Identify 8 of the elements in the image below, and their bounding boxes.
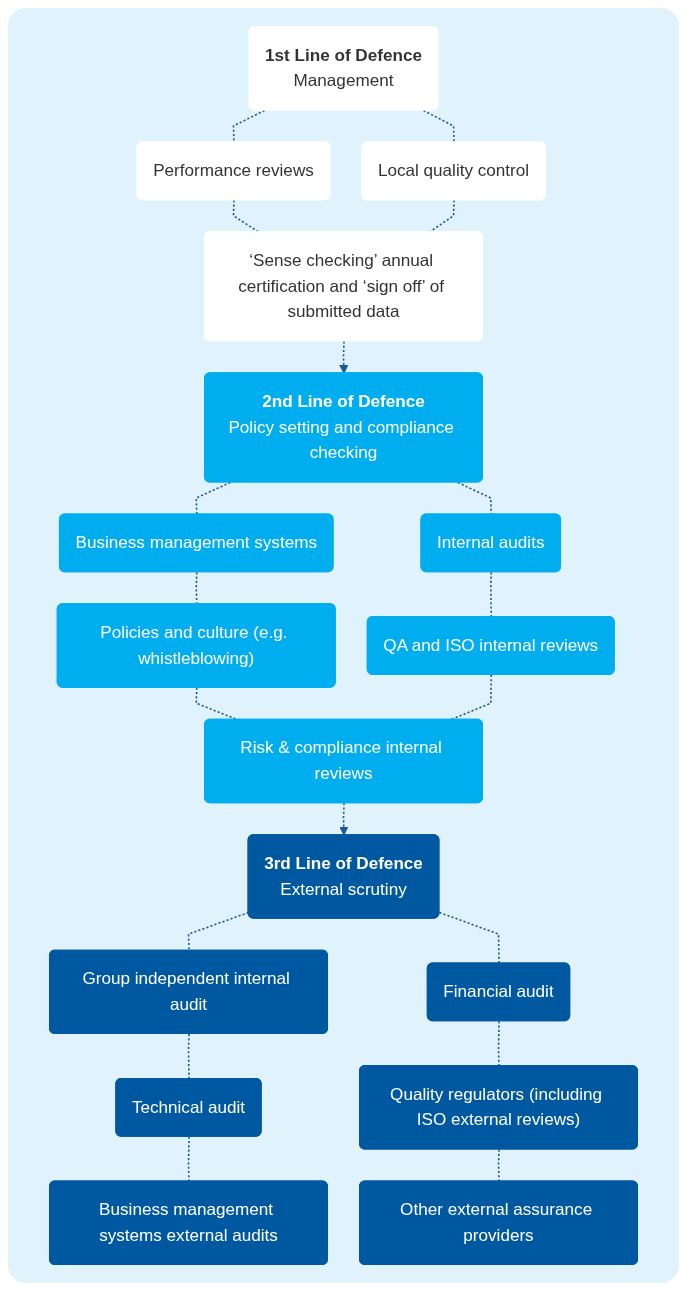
arrow	[339, 340, 349, 374]
connector	[195, 481, 232, 516]
connector	[187, 1135, 190, 1183]
connector	[497, 1148, 500, 1183]
connector	[187, 1033, 190, 1080]
connector	[422, 109, 455, 144]
arrow	[339, 802, 349, 836]
panel-background: 1st Line of Defence Management Performance reviews Local quality control ‘Sense checking’ annual certification and ‘sign off’ of submitted data 2nd Line of Defence Policy setting and compliance checking Business management systems Internal audits Policies and culture (e.g. whistleblowing) QA and ISO internal reviews Risk & compliance internal reviews 3rd Line of Defence External scrutiny Group independent internal audit Financial audit Technical audit Quality regulators (including ISO external reviews) Business management systems external audits Other external assurance providers	[8, 8, 679, 1283]
